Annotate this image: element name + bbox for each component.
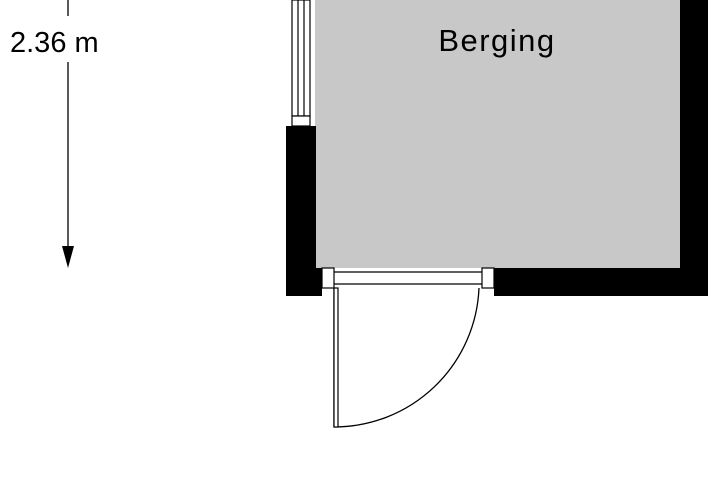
window-left (291, 0, 311, 127)
right-wall (680, 0, 708, 296)
door-leaf (333, 287, 339, 428)
door-frame (321, 267, 495, 289)
bottom-wall-left (286, 268, 322, 296)
room-label: Berging (438, 23, 555, 58)
dimension-label: 2.36 m (10, 27, 99, 59)
room-floor (315, 0, 680, 268)
left-wall-lower (286, 126, 316, 296)
door-swing (333, 287, 480, 428)
arrow-down-icon (62, 246, 74, 268)
bottom-wall-right (494, 268, 708, 296)
dimension-line (62, 0, 74, 268)
